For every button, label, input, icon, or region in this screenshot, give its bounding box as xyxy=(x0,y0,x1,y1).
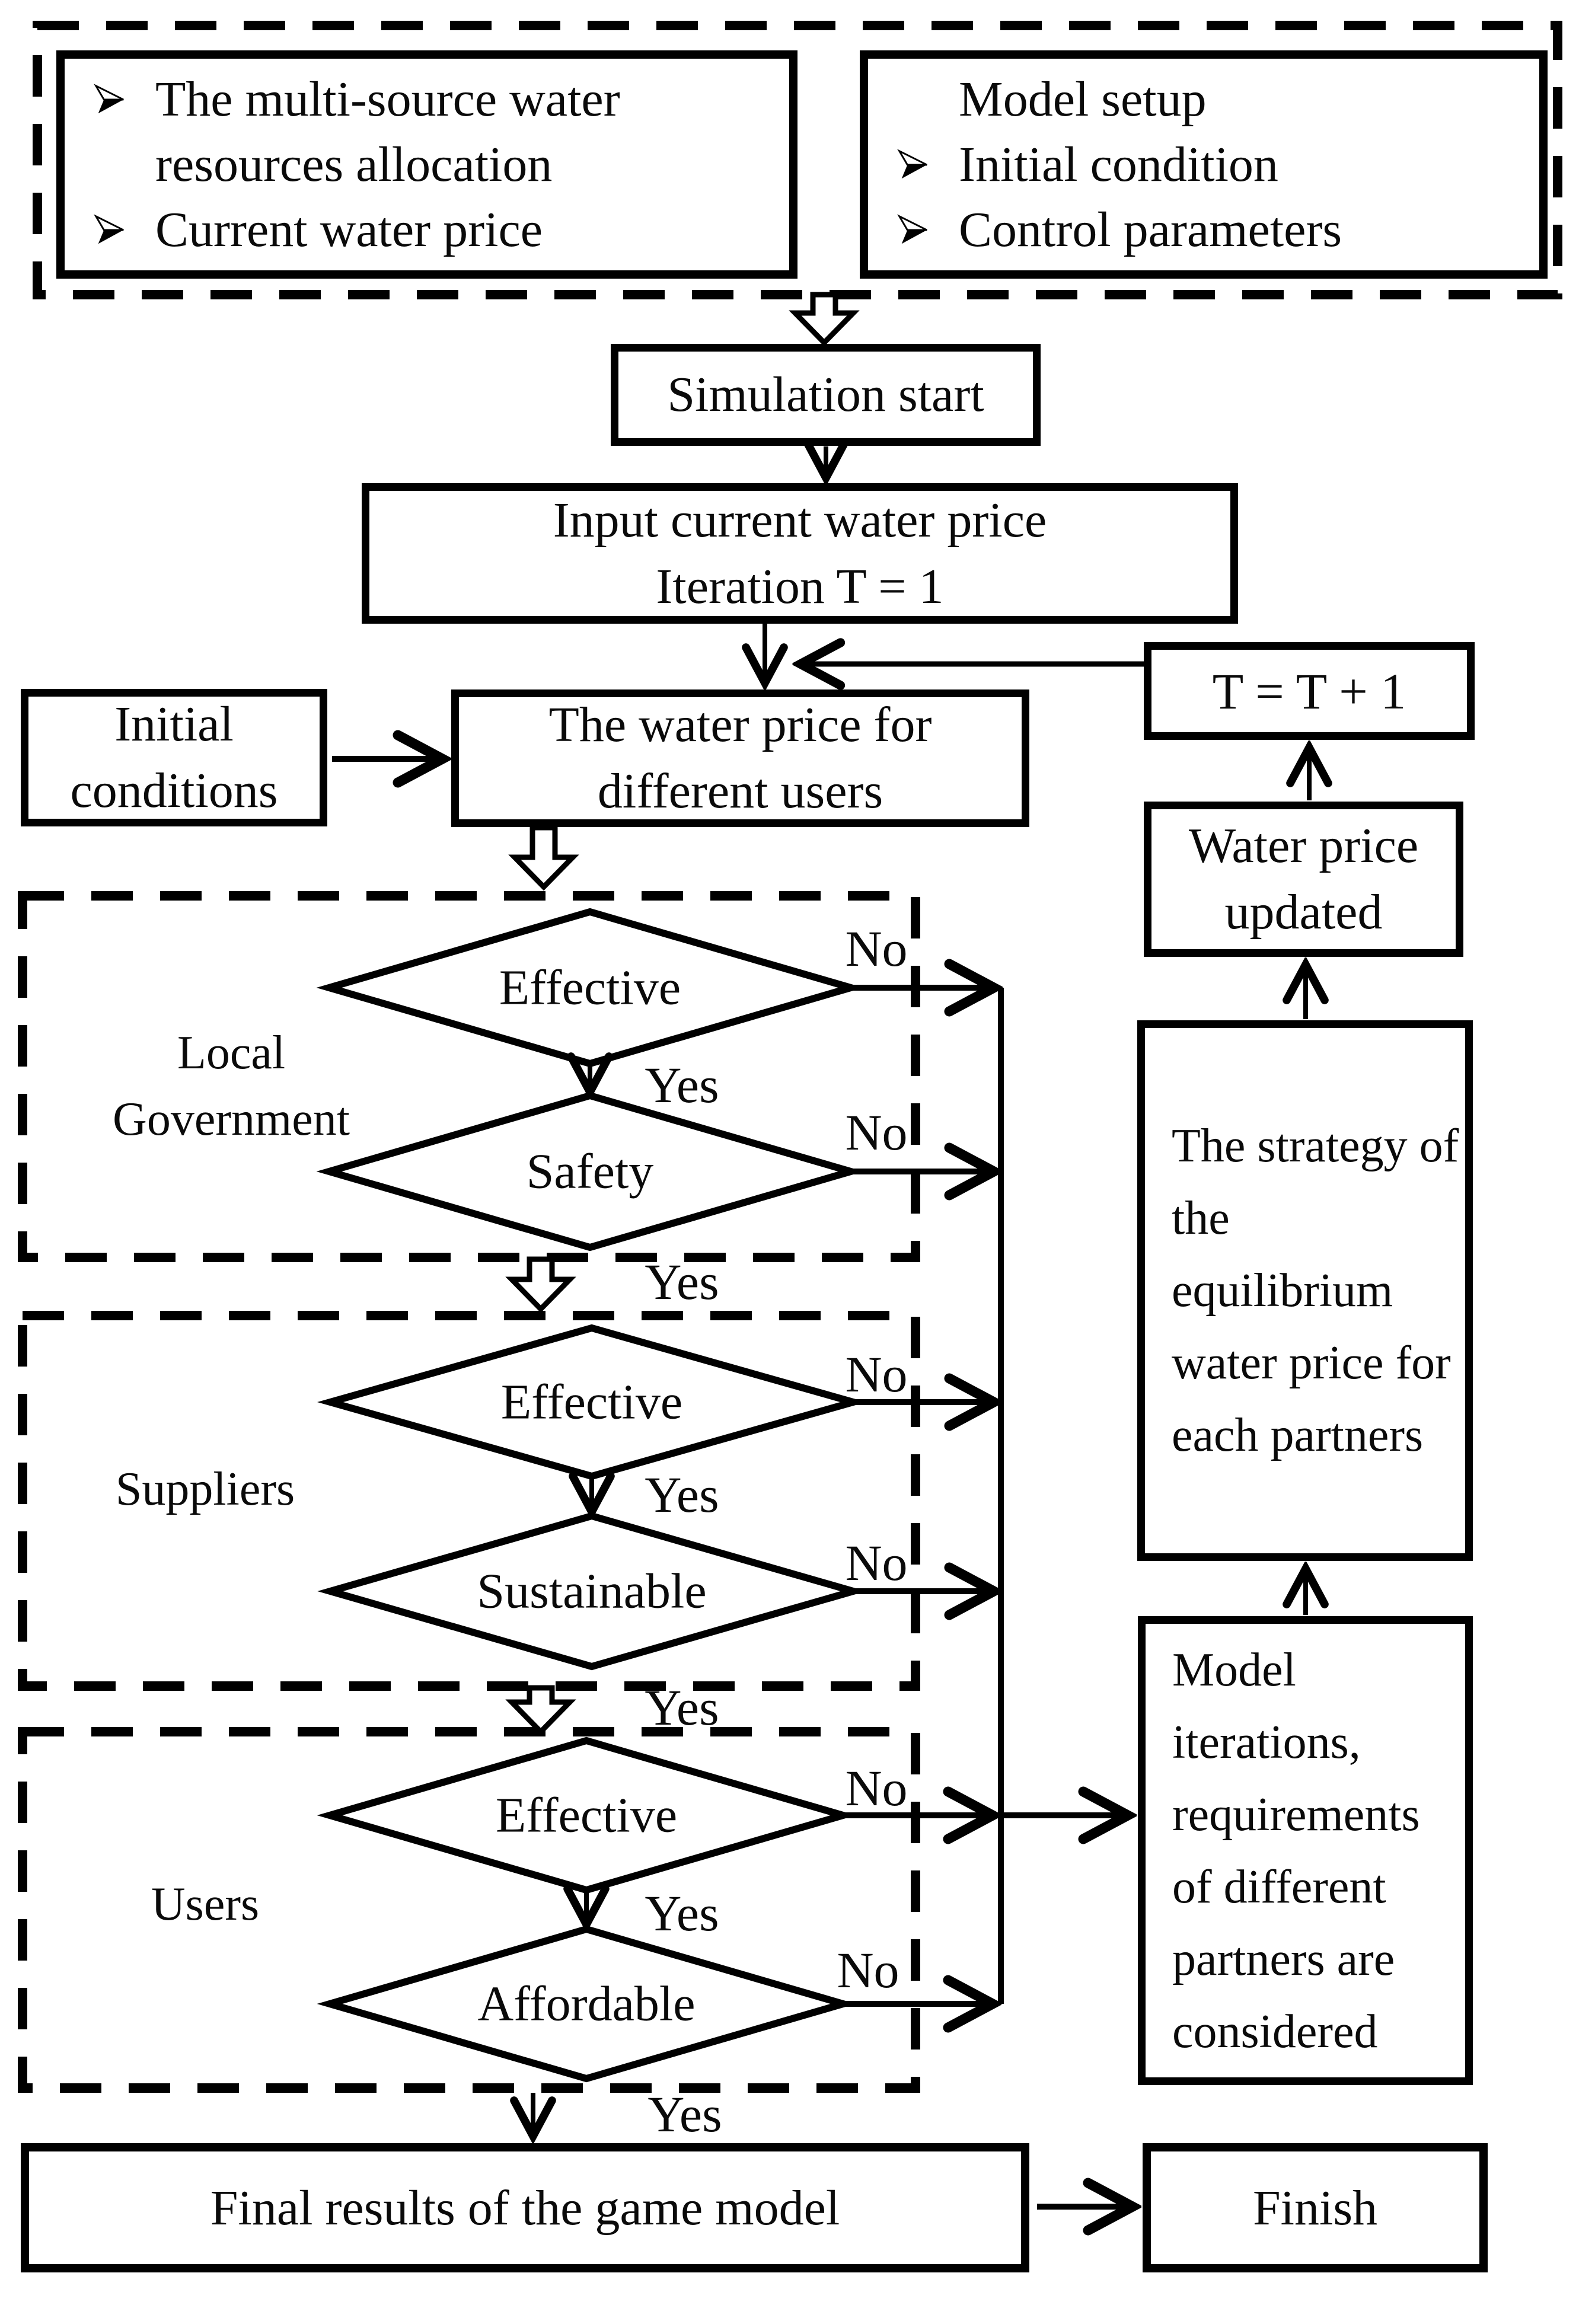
arrow-bullet-icon xyxy=(94,84,124,114)
iteration-increment-box: T = T + 1 xyxy=(1144,642,1475,740)
box-text: The water price for different users xyxy=(459,692,1022,825)
block-arrow-down-icon xyxy=(508,825,579,891)
users-dashed-box xyxy=(18,1727,920,2093)
yes-label: Yes xyxy=(645,1253,719,1310)
suppliers-dashed-box xyxy=(18,1311,920,1691)
box-text-line: Input current water price xyxy=(553,492,1047,548)
final-results-box: Final results of the game model xyxy=(21,2143,1029,2272)
section-label-line: Government xyxy=(113,1093,350,1145)
block-arrow-down-icon xyxy=(505,1256,576,1313)
box-text: The strategy of the equilibrium water pr… xyxy=(1172,1120,1459,1461)
panel-item-text: The multi-source water resources allocat… xyxy=(155,72,620,192)
model-setup-panel: Model setup Initial condition Control pa… xyxy=(860,50,1548,279)
input-current-water-price-box: Input current water price Iteration T = … xyxy=(362,483,1238,624)
no-label: No xyxy=(845,920,908,977)
panel-item-text: Current water price xyxy=(155,202,543,257)
yes-label: Yes xyxy=(645,1885,719,1942)
yes-label: Yes xyxy=(645,1056,719,1113)
box-text: Simulation start xyxy=(667,367,984,422)
decision-diamond xyxy=(317,1512,866,1671)
water-price-for-users-box: The water price for different users xyxy=(451,689,1029,827)
simulation-start-box: Simulation start xyxy=(611,344,1041,446)
panel-item: Initial condition xyxy=(889,132,1516,197)
box-text: T = T + 1 xyxy=(1212,662,1406,720)
panel-item: Current water price xyxy=(85,197,765,263)
decision-label-safety: Safety xyxy=(526,1144,654,1199)
no-label: No xyxy=(845,1534,908,1591)
yes-label: Yes xyxy=(645,1466,719,1523)
decision-label-effective-sup: Effective xyxy=(500,1374,683,1430)
section-label-suppliers: Suppliers xyxy=(115,1463,295,1515)
equilibrium-strategy-box: The strategy of the equilibrium water pr… xyxy=(1137,1020,1473,1561)
yes-label: Yes xyxy=(647,2086,722,2143)
input-data-panel: The multi-source water resources allocat… xyxy=(56,50,798,279)
box-text-line: The water price for xyxy=(548,697,932,752)
decision-label-effective-lg: Effective xyxy=(499,960,681,1016)
no-label: No xyxy=(845,1104,908,1161)
panel-item-text: Initial condition xyxy=(959,137,1278,192)
model-iterations-box: Model iterations, requirements of differ… xyxy=(1138,1616,1473,2085)
arrow-bullet-icon xyxy=(897,214,927,244)
section-label-local-government: Local Government xyxy=(113,1020,350,1153)
arrow-bullet-icon xyxy=(897,149,927,179)
panel-item-text: Control parameters xyxy=(959,202,1342,257)
arrow-bullet-icon xyxy=(94,214,124,244)
panel-item: Control parameters xyxy=(889,197,1516,263)
decision-diamond xyxy=(317,1925,856,2083)
box-text: Initial conditions xyxy=(28,691,320,824)
box-text-line: Initial xyxy=(114,697,234,752)
box-text-line: updated xyxy=(1224,885,1383,940)
water-price-updated-box: Water price updated xyxy=(1144,802,1463,957)
block-arrow-down-icon xyxy=(505,1685,576,1736)
section-label-line: Local xyxy=(177,1027,286,1079)
no-label: No xyxy=(837,1942,899,1999)
yes-label: Yes xyxy=(645,1679,719,1736)
no-label: No xyxy=(845,1346,908,1403)
panel-item: The multi-source water resources allocat… xyxy=(85,67,765,197)
decision-label-affordable: Affordable xyxy=(477,1976,696,2032)
initial-conditions-box: Initial conditions xyxy=(21,689,327,826)
block-arrow-down-icon xyxy=(789,292,860,347)
box-text-line: different users xyxy=(597,764,883,819)
box-text: Model iterations, requirements of differ… xyxy=(1172,1643,1420,2058)
box-text: Final results of the game model xyxy=(210,2180,840,2236)
finish-box: Finish xyxy=(1143,2143,1488,2272)
box-text-line: Water price xyxy=(1188,818,1419,873)
box-text-line: Iteration T = 1 xyxy=(656,558,944,614)
box-text: Water price updated xyxy=(1151,813,1456,946)
section-label-users: Users xyxy=(151,1878,260,1930)
box-text: Input current water price Iteration T = … xyxy=(369,487,1230,620)
box-text-line: conditions xyxy=(70,763,278,818)
panel-title: Model setup xyxy=(959,72,1207,127)
decision-label-sustainable: Sustainable xyxy=(477,1563,707,1619)
no-label: No xyxy=(845,1760,908,1817)
box-text: Finish xyxy=(1252,2180,1378,2236)
decision-diamond xyxy=(316,1091,864,1252)
local-government-dashed-box xyxy=(18,891,920,1262)
decision-label-effective-users: Effective xyxy=(495,1787,678,1843)
top-dashed-container xyxy=(33,21,1562,299)
